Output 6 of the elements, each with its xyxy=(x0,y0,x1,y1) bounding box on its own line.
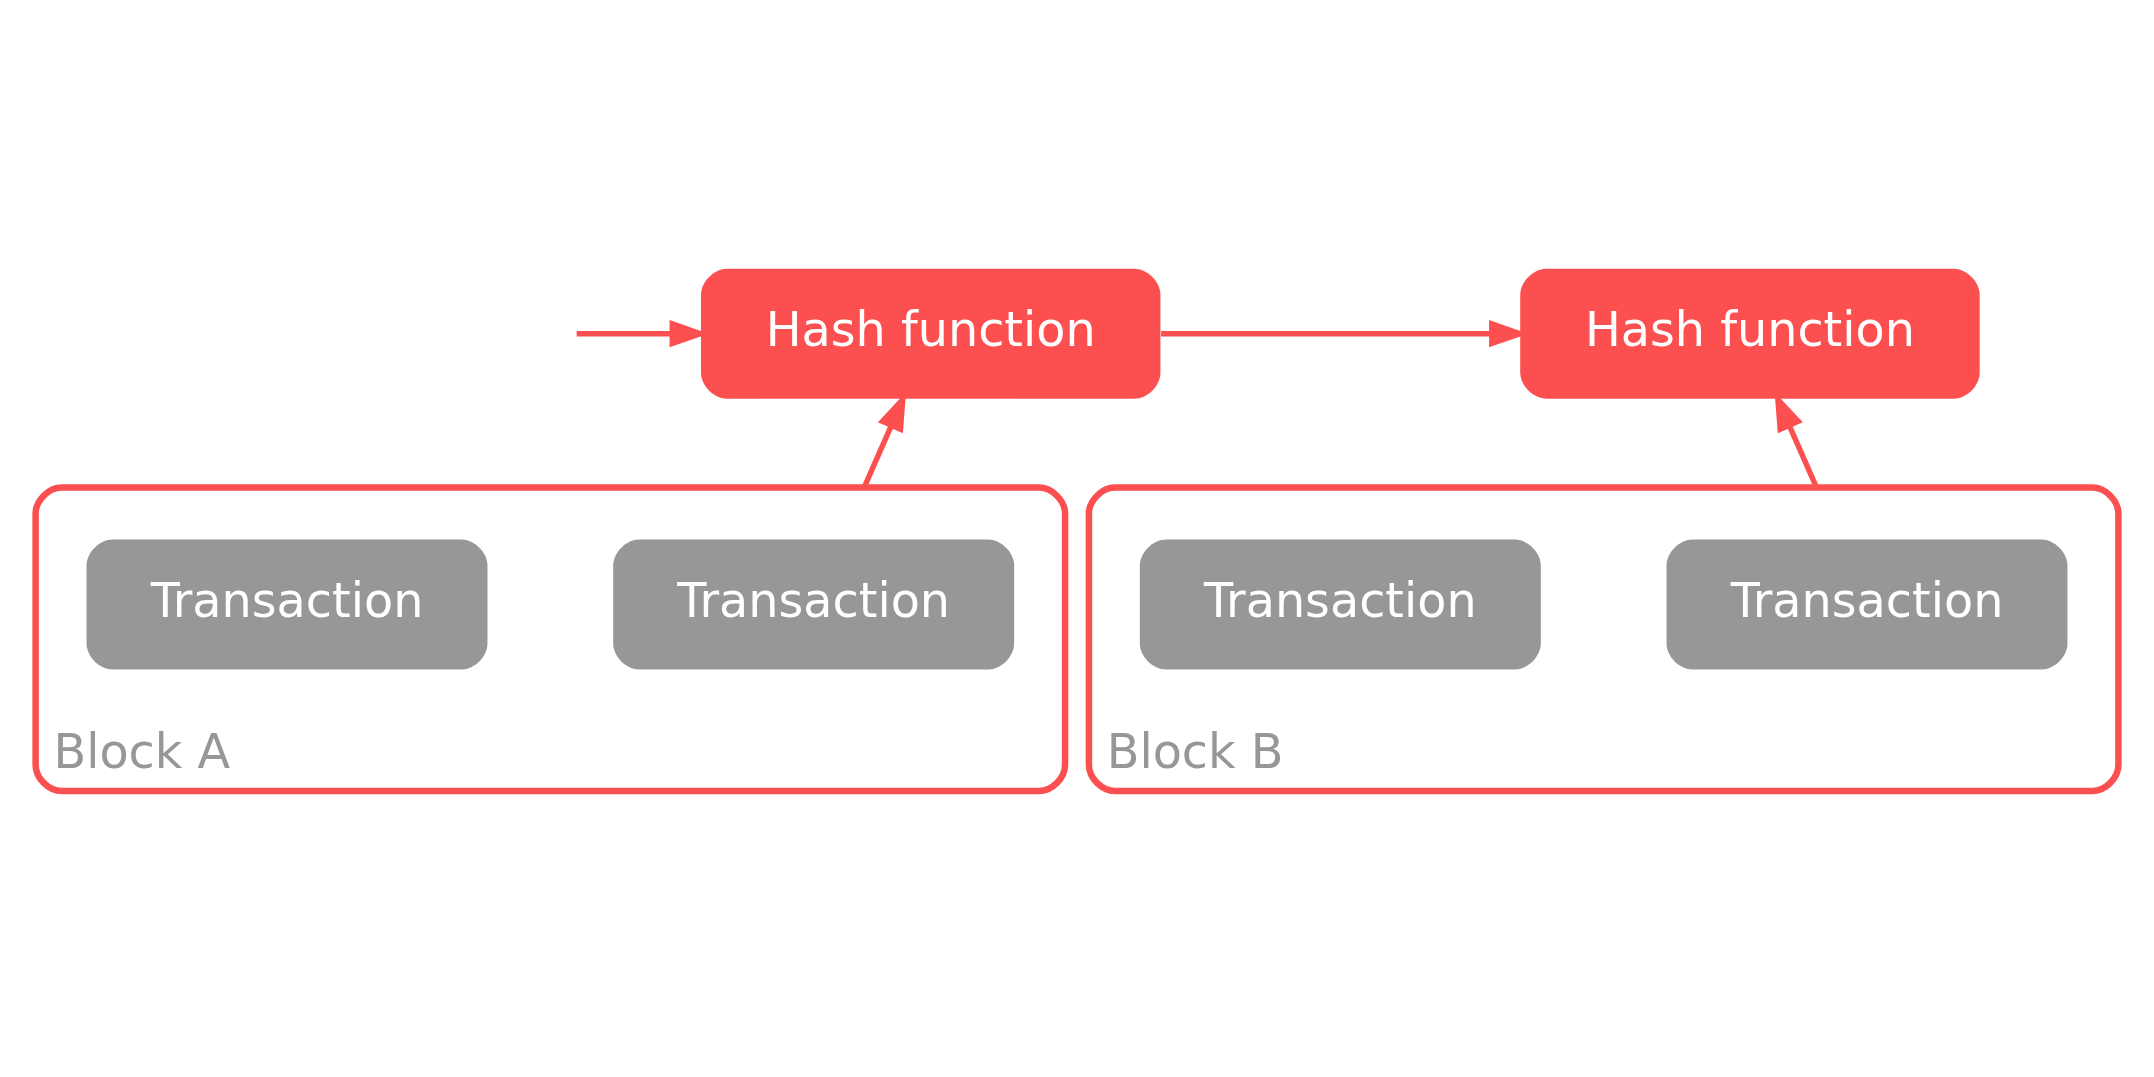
node-box: Hash function xyxy=(700,268,1161,399)
node-box: Transaction xyxy=(613,539,1015,670)
node-box: Transaction xyxy=(1139,539,1541,670)
node-box: Transaction xyxy=(1666,539,2068,670)
node-box: Transaction xyxy=(86,539,488,670)
node-box: Hash function xyxy=(1520,268,1980,399)
